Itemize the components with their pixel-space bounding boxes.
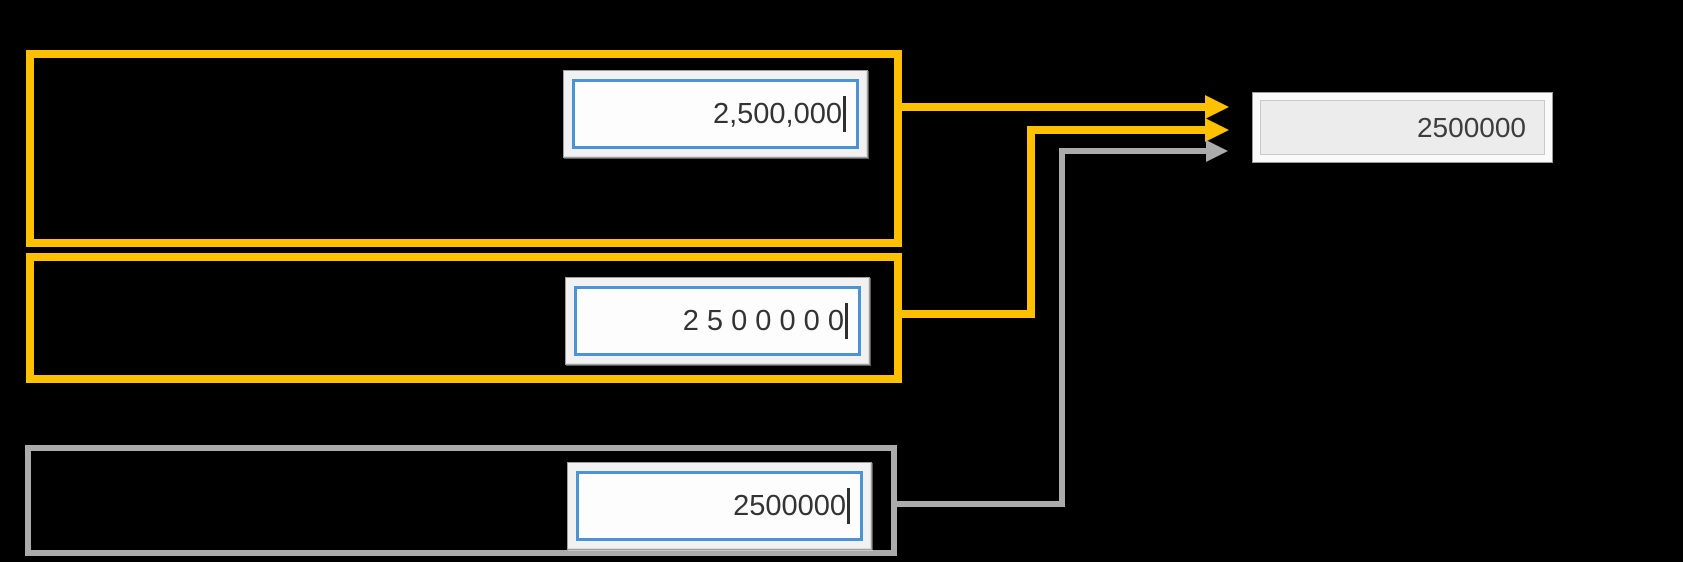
number-input-space-grouped[interactable]: 2 5 0 0 0 0 0 <box>565 277 870 365</box>
source-box-space-grouped: 2 5 0 0 0 0 0 <box>26 253 902 383</box>
result-field-inner: 2500000 <box>1260 100 1545 155</box>
text-caret <box>843 96 846 132</box>
source-box-comma-grouped: 2,500,000 <box>26 50 902 247</box>
text-caret <box>845 303 848 339</box>
source-box-plain: 2500000 <box>25 445 897 556</box>
arrowhead-icon-spaced <box>1205 118 1229 142</box>
input-value: 2500000 <box>733 489 846 522</box>
number-input-comma-grouped[interactable]: 2,500,000 <box>563 70 868 158</box>
number-input-plain[interactable]: 2500000 <box>567 462 872 550</box>
input-value: 2 5 0 0 0 0 0 <box>682 304 844 337</box>
number-input-space-grouped-text-area: 2 5 0 0 0 0 0 <box>574 286 861 356</box>
arrowhead-icon-plain <box>1206 140 1228 162</box>
result-value: 2500000 <box>1416 111 1526 143</box>
number-input-comma-grouped-text-area: 2,500,000 <box>572 79 859 149</box>
input-value: 2,500,000 <box>712 97 842 130</box>
arrow-line-spaced-to-result <box>898 126 1205 318</box>
arrowhead-icon-comma <box>1205 95 1229 119</box>
result-field: 2500000 <box>1252 92 1553 163</box>
text-caret <box>847 488 850 524</box>
arrow-line-plain-to-result <box>894 148 1206 507</box>
number-input-plain-text-area: 2500000 <box>576 471 863 541</box>
